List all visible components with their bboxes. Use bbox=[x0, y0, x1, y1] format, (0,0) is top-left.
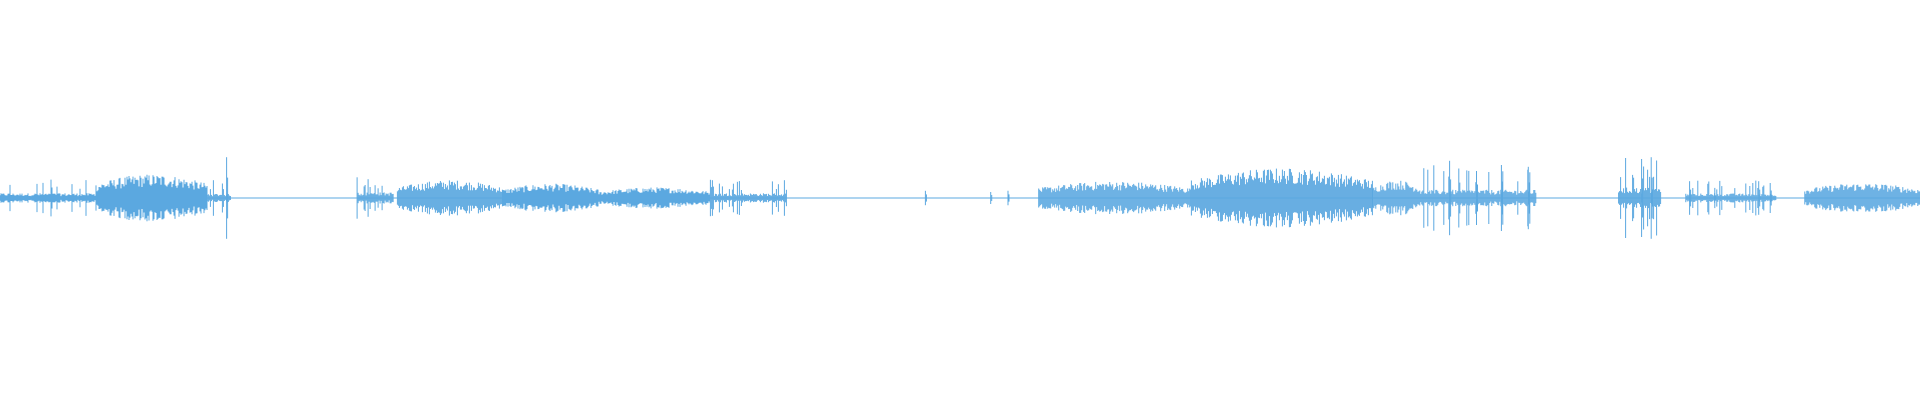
waveform-bars bbox=[0, 157, 1920, 239]
